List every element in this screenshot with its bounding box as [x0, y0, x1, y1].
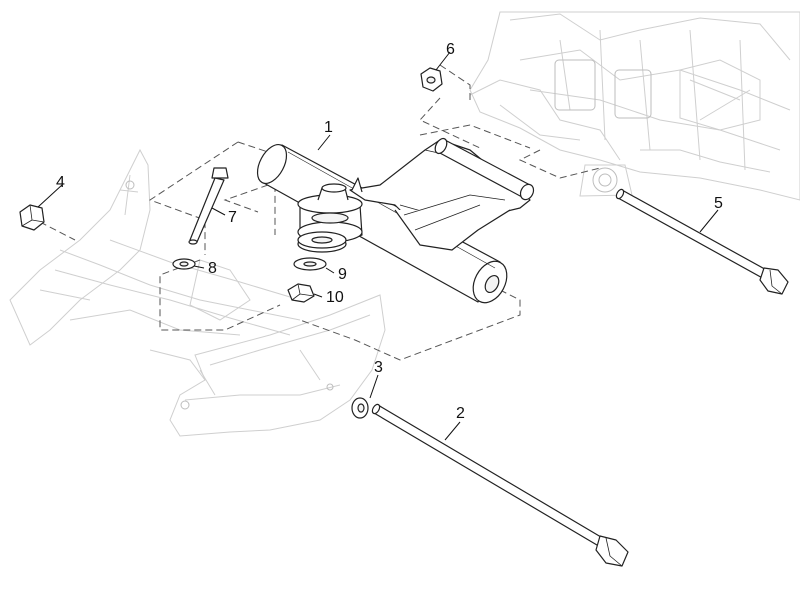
callout-3: 3: [374, 359, 383, 376]
frame-bracket-ghost: [149, 294, 386, 437]
callout-7: 7: [228, 209, 237, 226]
engine-casing-ghost: [469, 11, 800, 201]
callout-10: 10: [326, 289, 344, 306]
leader-lines: [37, 51, 719, 441]
callout-4: 4: [56, 174, 65, 191]
callout-6: 6: [446, 41, 455, 58]
washer-8: [172, 258, 196, 270]
long-bolt-right: [615, 188, 789, 295]
nut-4: [19, 204, 45, 231]
callout-9: 9: [338, 266, 347, 283]
stud-bolt-7: [188, 167, 229, 245]
callout-2: 2: [456, 405, 465, 422]
callout-1: 1: [324, 119, 333, 136]
swing-arm: [256, 137, 535, 304]
callouts: 1 2 3 4 5 6 7 8 9 10: [56, 41, 723, 422]
callout-5: 5: [714, 195, 723, 212]
long-bolt-lower: [371, 403, 629, 567]
washer-9: [293, 257, 327, 271]
washer-3: [351, 397, 369, 419]
callout-8: 8: [208, 260, 217, 277]
nut-10: [287, 283, 315, 303]
nut-6: [420, 67, 443, 92]
frame-ghost-left: [9, 148, 301, 346]
